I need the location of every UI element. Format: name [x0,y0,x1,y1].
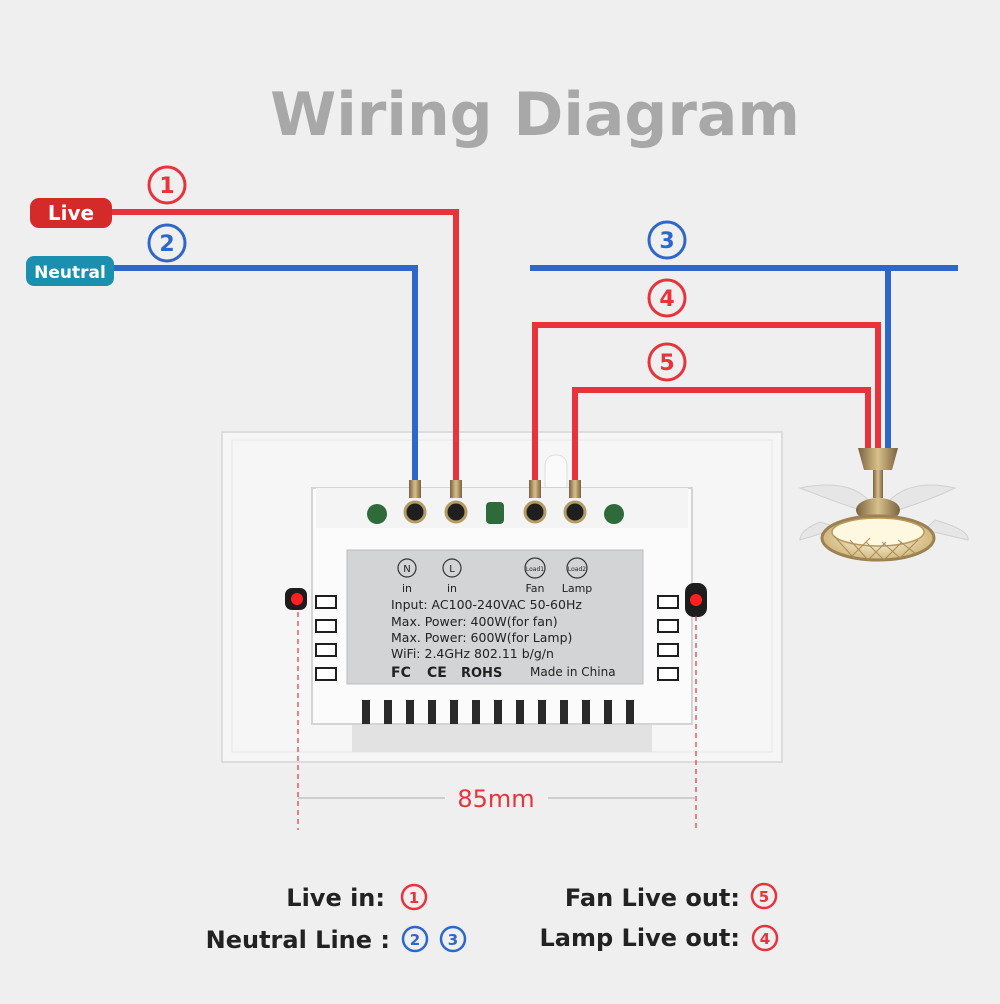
cert-rohs: ROHS [461,666,502,681]
terminal-load2-screw [563,500,587,524]
svg-text:4: 4 [760,930,770,948]
spec-line-wifi: WiFi: 2.4GHz 802.11 b/g/n [391,646,554,661]
spec-line-input: Input: AC100-240VAC 50-60Hz [391,597,582,612]
svg-text:5: 5 [659,351,674,376]
spec-line-lamp-power: Max. Power: 600W(for Lamp) [391,630,572,645]
wire-4-lamp-live-out [532,322,881,496]
legend-marker-3: 3 [439,925,467,953]
spec-label: N in L in Load1 Fan Load2 Lamp Input: AC… [346,549,644,685]
n-terminal-label: in [402,582,412,595]
marker-3: 3 [647,220,687,260]
legend-marker-5: 5 [750,882,778,910]
terminal-load1-screw [523,500,547,524]
l-terminal-symbol-ring [442,558,462,578]
ceiling-fan-lamp [798,448,969,562]
mount-clip-right [685,583,707,617]
legend-marker-1: 1 [400,883,428,911]
load2-symbol-ring [566,557,588,579]
legend-marker-2: 2 [401,925,429,953]
load2-symbol: Load2 [568,566,586,573]
wire-5-fan-live-out [572,387,871,496]
svg-text:1: 1 [159,174,174,199]
vents-left [315,595,337,681]
wire-1-live-in [110,209,459,496]
legend-lamp-live-out: Lamp Live out: [540,924,740,952]
dimension-indicator [297,612,697,830]
legend: Live in: 1 Neutral Line : 2 3 Fan Live o… [206,882,779,954]
legend-marker-4: 4 [751,924,779,952]
dimension-label: 85mm [457,785,534,813]
terminal-block [367,500,624,524]
load1-symbol-ring [524,557,546,579]
terminal-l-screw [444,500,468,524]
wires [110,209,958,496]
live-tag-label: Live [48,201,94,225]
svg-text:3: 3 [448,931,458,949]
terminal-spare-left [367,504,387,524]
svg-text:3: 3 [659,229,674,254]
wire-2-neutral-in [110,265,418,496]
l-terminal-label: in [447,582,457,595]
mount-clip-left [285,588,307,610]
spec-line-fan-power: Max. Power: 400W(for fan) [391,614,558,629]
svg-text:2: 2 [410,931,420,949]
terminal-connectors [409,480,581,498]
n-terminal-symbol: N [403,564,410,575]
vents-right [657,595,679,681]
load2-label: Lamp [562,582,593,595]
legend-live-in: Live in: [286,884,385,912]
svg-text:4: 4 [659,287,674,312]
vents-bottom [362,700,634,724]
l-terminal-symbol: L [449,564,455,575]
load1-symbol: Load1 [526,566,544,573]
cert-ce: CE [427,665,447,681]
terminal-spare-mid [486,502,504,524]
load1-label: Fan [525,582,544,595]
live-tag: Live [30,198,112,228]
marker-1: 1 [147,165,187,205]
marker-4: 4 [647,278,687,318]
legend-fan-live-out: Fan Live out: [565,884,740,912]
terminal-n-screw [403,500,427,524]
terminal-spare-right [604,504,624,524]
made-in: Made in China [530,665,616,679]
svg-text:2: 2 [159,232,174,257]
legend-neutral-line: Neutral Line : [206,926,390,954]
svg-text:1: 1 [409,889,419,907]
marker-2: 2 [147,223,187,263]
neutral-tag: Neutral [26,256,114,286]
page-title: Wiring Diagram [270,80,800,150]
neutral-tag-label: Neutral [34,263,106,283]
svg-text:5: 5 [759,888,769,906]
cert-fc: FC [391,665,411,681]
n-terminal-symbol-ring [397,558,417,578]
marker-5: 5 [647,342,687,382]
